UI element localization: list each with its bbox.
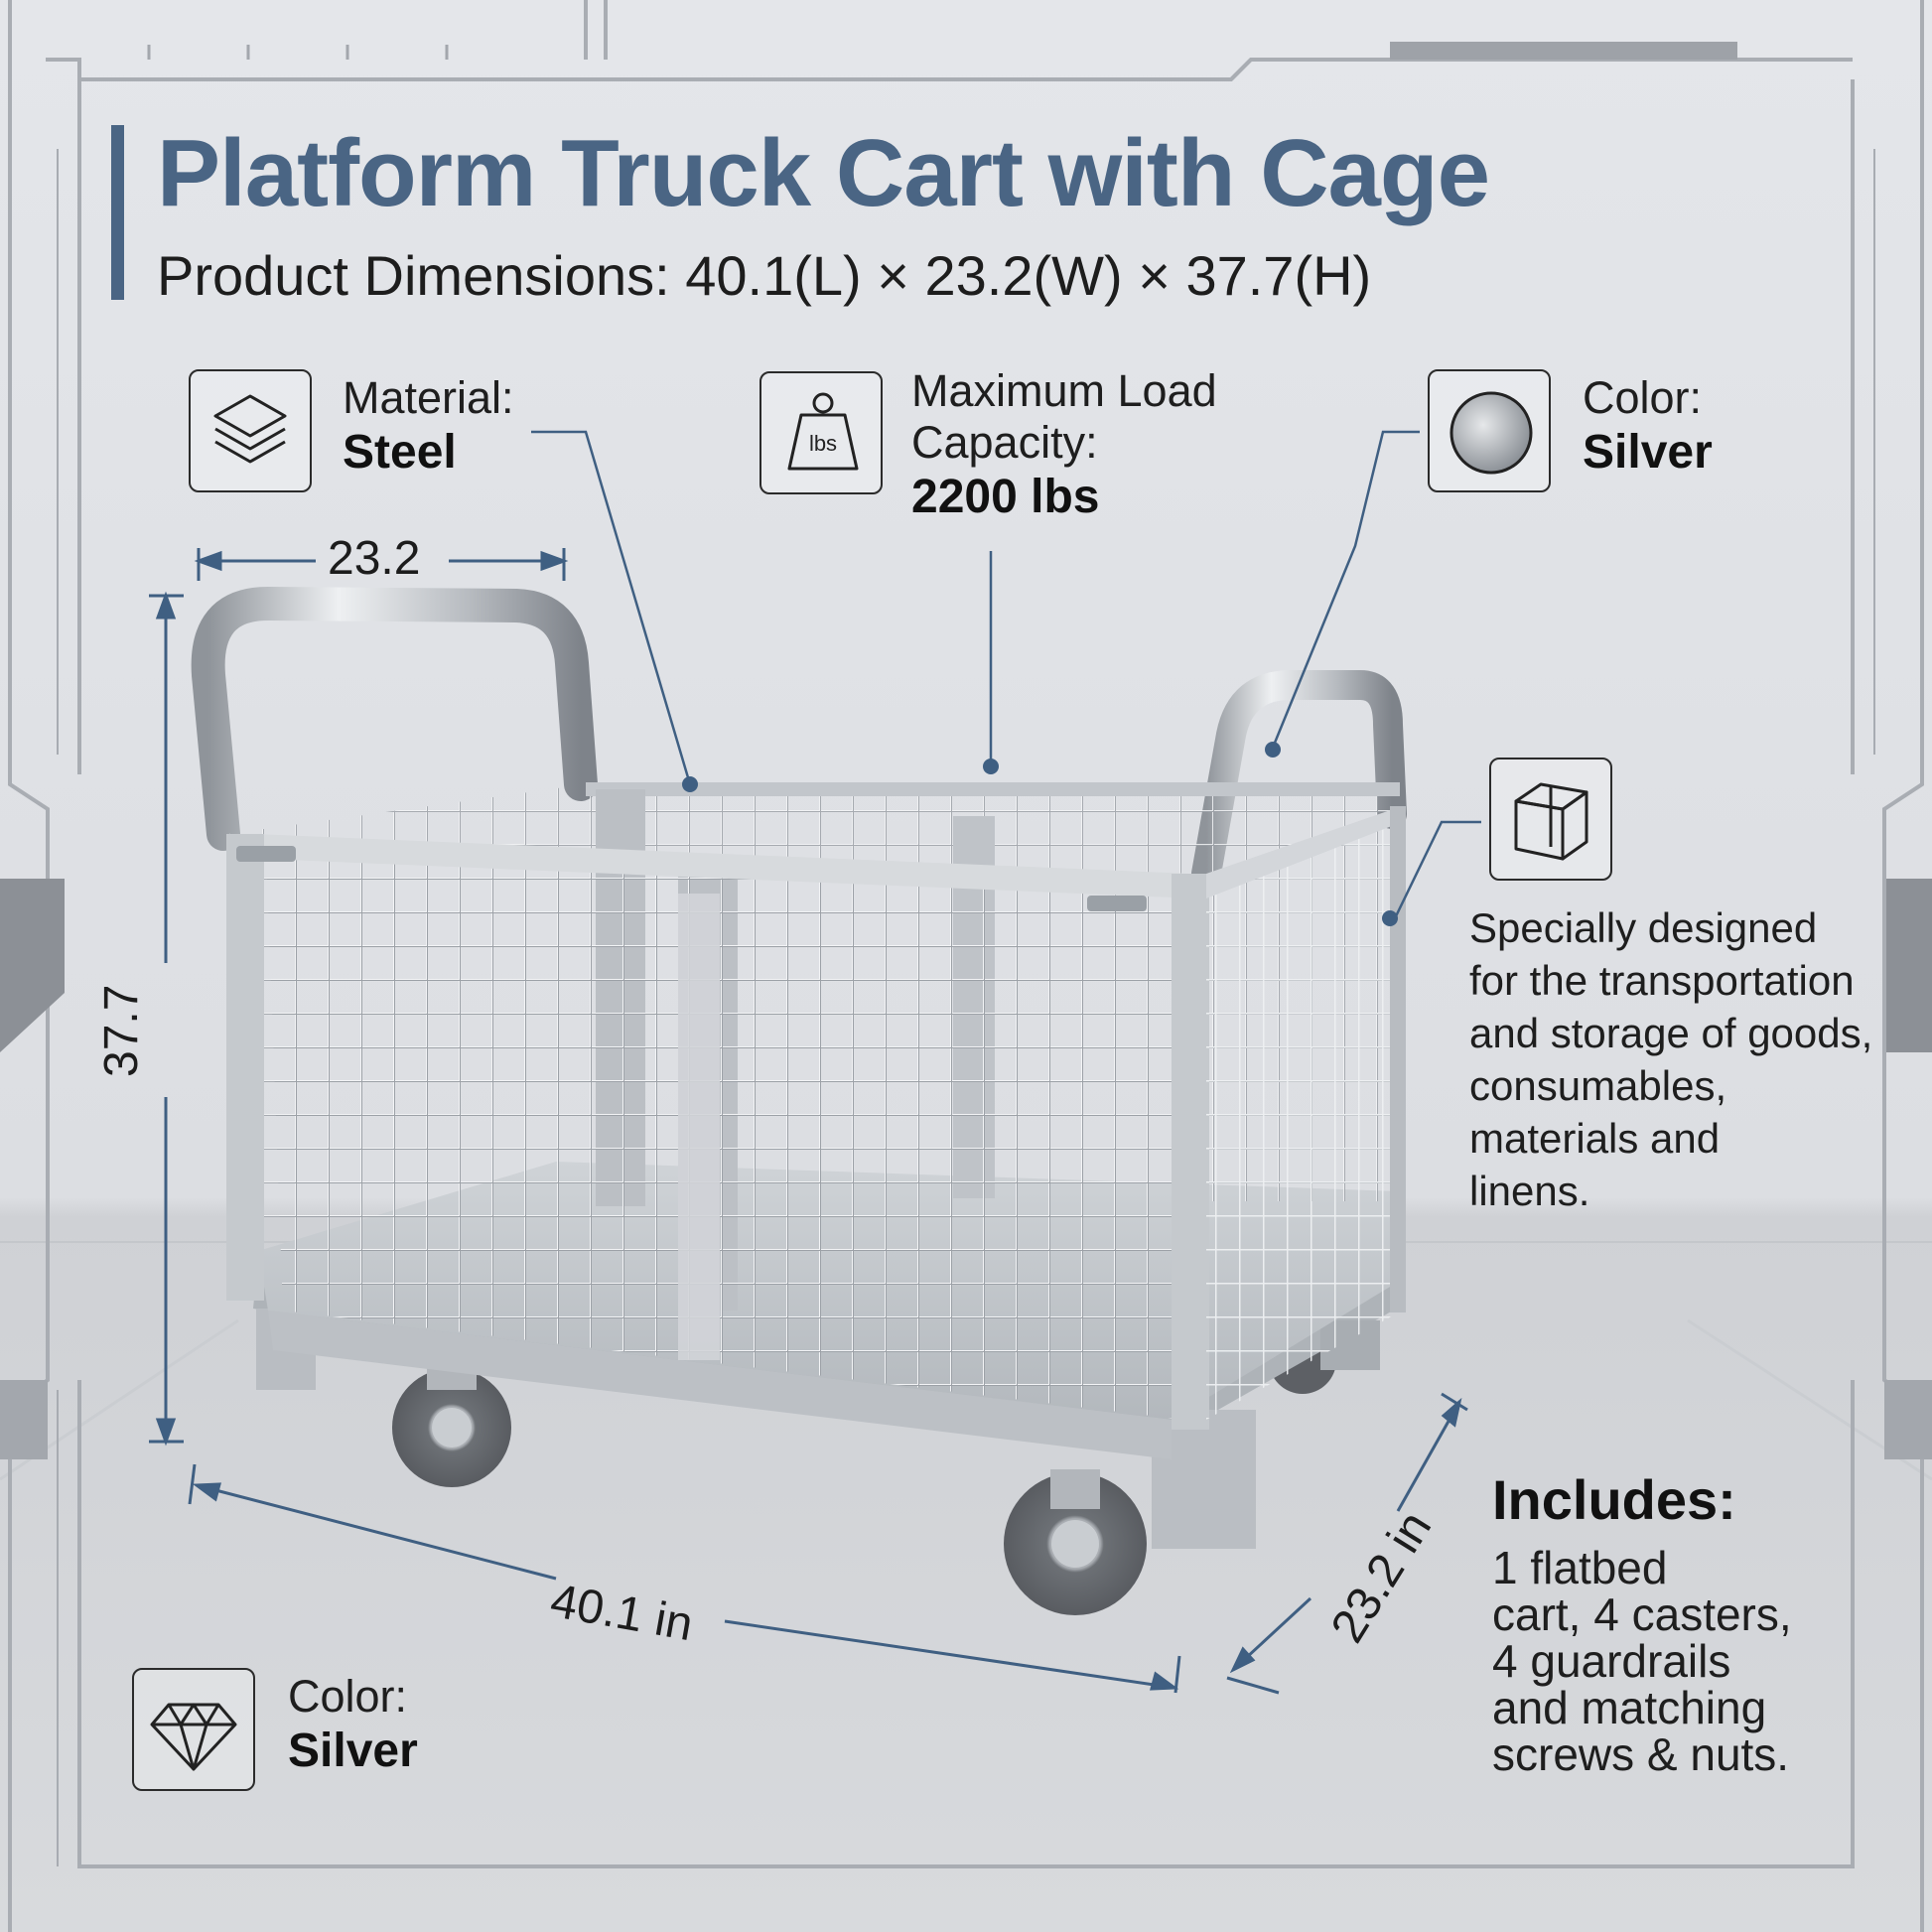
material-label: Material: bbox=[343, 372, 514, 423]
includes-line: cart, 4 casters, bbox=[1492, 1588, 1792, 1640]
includes-title: Includes: bbox=[1492, 1468, 1736, 1531]
box-icon bbox=[1489, 758, 1612, 881]
color-bottom-value: Silver bbox=[288, 1725, 418, 1777]
diamond-icon bbox=[132, 1668, 255, 1791]
color-top-label: Color: bbox=[1583, 372, 1703, 423]
load-label-line1: Maximum Load bbox=[911, 365, 1217, 416]
includes-line: screws & nuts. bbox=[1492, 1728, 1790, 1780]
material-value: Steel bbox=[343, 426, 457, 479]
height-dimension: 37.7 bbox=[95, 984, 148, 1077]
load-label: Maximum Load Capacity: bbox=[911, 365, 1217, 469]
color-bottom-label: Color: bbox=[288, 1671, 408, 1722]
width-top-dimension: 23.2 bbox=[328, 532, 421, 585]
includes-list: 1 flatbed cart, 4 casters, 4 guardrails … bbox=[1492, 1545, 1792, 1778]
layers-icon bbox=[189, 369, 312, 492]
dimensions-value: 40.1(L) × 23.2(W) × 37.7(H) bbox=[685, 244, 1372, 307]
use-line: and storage of goods, bbox=[1469, 1010, 1873, 1056]
color-top-value: Silver bbox=[1583, 426, 1713, 479]
silver-circle-icon bbox=[1428, 369, 1551, 492]
load-label-line2: Capacity: bbox=[911, 416, 1098, 468]
includes-line: and matching bbox=[1492, 1682, 1767, 1733]
product-dimensions: Product Dimensions: 40.1(L) × 23.2(W) × … bbox=[157, 243, 1371, 308]
includes-line: 4 guardrails bbox=[1492, 1635, 1731, 1687]
use-line: materials and bbox=[1469, 1115, 1721, 1162]
weight-icon-text: lbs bbox=[809, 431, 837, 456]
use-line: linens. bbox=[1469, 1168, 1590, 1214]
weight-icon: lbs bbox=[759, 371, 883, 494]
page-title: Platform Truck Cart with Cage bbox=[157, 120, 1490, 226]
use-line: Specially designed bbox=[1469, 904, 1818, 951]
dimensions-label: Product Dimensions: bbox=[157, 244, 670, 307]
load-value: 2200 lbs bbox=[911, 471, 1100, 523]
use-description: Specially designed for the transportatio… bbox=[1469, 901, 1872, 1217]
use-line: for the transportation bbox=[1469, 957, 1855, 1004]
includes-line: 1 flatbed bbox=[1492, 1542, 1668, 1593]
title-accent-bar bbox=[111, 125, 124, 300]
use-line: consumables, bbox=[1469, 1062, 1727, 1109]
